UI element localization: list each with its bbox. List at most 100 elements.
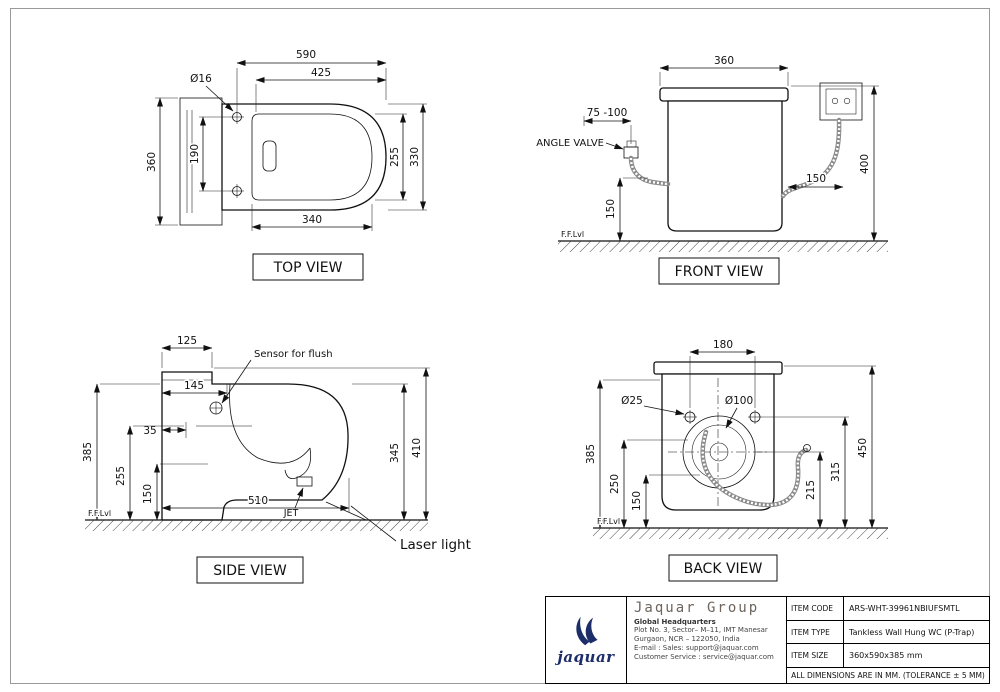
top-view: Ø16 590 425 360 190 255 330 bbox=[145, 48, 427, 281]
company-name: Jaquar Group bbox=[634, 600, 760, 616]
company-hq: Global Headquarters bbox=[634, 618, 716, 626]
dim-145: 145 bbox=[184, 380, 204, 392]
brand-logo-cell: jaquar bbox=[546, 597, 627, 683]
dim-315: 315 bbox=[830, 462, 842, 482]
dim-150-cable: 150 bbox=[806, 173, 826, 185]
toilet-lid-back bbox=[653, 361, 783, 375]
dim-410: 410 bbox=[411, 438, 423, 458]
mounting-hole bbox=[230, 110, 244, 124]
inlet-hose bbox=[628, 155, 671, 187]
flush-sensor-slot bbox=[262, 140, 277, 172]
sheet-border bbox=[10, 8, 990, 684]
item-code-label: ITEM CODE bbox=[787, 597, 844, 620]
side-view-label-box bbox=[196, 556, 304, 584]
toilet-lid-front bbox=[659, 87, 789, 102]
dim-450: 450 bbox=[857, 438, 869, 458]
floor-level-label: F.F.Lvl bbox=[88, 509, 111, 518]
title-block: jaquar Jaquar Group Global Headquarters … bbox=[545, 596, 990, 684]
dim-250: 250 bbox=[609, 474, 621, 494]
dim-425: 425 bbox=[311, 67, 331, 79]
dim-255: 255 bbox=[389, 147, 401, 167]
trap-outlet-core-circle bbox=[709, 442, 729, 462]
dim-hole-diameter: Ø16 bbox=[190, 73, 212, 85]
company-cell: Jaquar Group Global Headquarters Plot No… bbox=[627, 597, 787, 683]
floor-hatch bbox=[593, 528, 888, 539]
dim-35: 35 bbox=[143, 425, 156, 437]
table-row: ITEM SIZE 360x590x385 mm bbox=[787, 644, 989, 669]
mounting-hole bbox=[748, 410, 762, 424]
dim-75-100: 75 -100 bbox=[587, 107, 628, 119]
dim-510: 510 bbox=[248, 495, 268, 507]
dim-385: 385 bbox=[82, 442, 94, 462]
leader-line bbox=[205, 85, 234, 112]
back-view: 180 Ø25 Ø100 385 250 150 315 215 450 bbox=[584, 338, 888, 582]
seat-opening-outline bbox=[251, 113, 373, 201]
item-table: ITEM CODE ARS-WHT-39961NBIUFSMTL ITEM TY… bbox=[787, 597, 989, 683]
dim-215: 215 bbox=[805, 480, 817, 500]
jet-label: JET bbox=[283, 508, 299, 519]
company-email-service: Customer Service : service@jaquar.com bbox=[634, 653, 774, 662]
dim-360: 360 bbox=[714, 55, 734, 67]
mounting-hole bbox=[230, 184, 244, 198]
front-view-title: FRONT VIEW bbox=[675, 264, 764, 280]
power-cable-hose bbox=[780, 117, 842, 199]
sensor-label: Sensor for flush bbox=[254, 349, 333, 360]
dim-hole-25: Ø25 bbox=[621, 395, 643, 407]
back-view-label-box bbox=[668, 554, 778, 582]
dim-400: 400 bbox=[859, 154, 871, 174]
dim-340: 340 bbox=[302, 214, 322, 226]
toilet-profile-outline bbox=[161, 371, 349, 521]
item-code-value: ARS-WHT-39961NBIUFSMTL bbox=[849, 603, 960, 613]
dim-125: 125 bbox=[177, 335, 197, 347]
laser-beam bbox=[325, 501, 367, 521]
company-address-2: Gurgaon, NCR – 122050, India bbox=[634, 635, 740, 644]
inlet-hose-back bbox=[700, 429, 811, 508]
toilet-body-outline bbox=[221, 103, 387, 211]
angle-valve-label: ANGLE VALVE bbox=[536, 138, 604, 149]
dim-255: 255 bbox=[115, 466, 127, 486]
floor-hatch bbox=[85, 520, 428, 531]
item-type-value: Tankless Wall Hung WC (P-Trap) bbox=[849, 627, 975, 637]
jaquar-leaf-icon bbox=[576, 616, 598, 645]
company-email-sales: E-mail : Sales: support@jaquar.com bbox=[634, 644, 759, 653]
company-address-1: Plot No. 3, Sector– M–11, IMT Manesar bbox=[634, 626, 768, 634]
floor-level-label: F.F.Lvl bbox=[561, 230, 584, 239]
item-size-value: 360x590x385 mm bbox=[849, 651, 923, 661]
leader-line bbox=[605, 142, 624, 150]
flush-sensor-marker bbox=[209, 401, 223, 415]
top-view-title: TOP VIEW bbox=[273, 260, 343, 276]
side-view-title: SIDE VIEW bbox=[213, 563, 287, 579]
table-row: ITEM CODE ARS-WHT-39961NBIUFSMTL bbox=[787, 597, 989, 621]
dim-360: 360 bbox=[146, 152, 158, 172]
dim-150-valve: 150 bbox=[605, 199, 617, 219]
dim-180: 180 bbox=[713, 339, 733, 351]
dim-150: 150 bbox=[142, 484, 154, 504]
leader-line bbox=[725, 407, 738, 429]
front-view: ANGLE VALVE 360 75 -100 150 150 400 F.F.… bbox=[535, 54, 888, 285]
wall-socket bbox=[819, 82, 863, 121]
tolerance-note: ALL DIMENSIONS ARE IN MM. (TOLERANCE ± 5… bbox=[791, 671, 985, 681]
bowl-section-curve bbox=[229, 383, 311, 464]
mounting-hole bbox=[683, 410, 697, 424]
dim-590: 590 bbox=[296, 49, 316, 61]
dim-330: 330 bbox=[409, 147, 421, 167]
brand-wordmark: jaquar bbox=[557, 647, 615, 666]
leader-line bbox=[643, 405, 685, 416]
front-view-label-box bbox=[658, 257, 780, 285]
trap-outlet-inner-circle bbox=[691, 424, 747, 480]
dim-190: 190 bbox=[189, 144, 201, 164]
side-view: Sensor for flush JET Laser light 125 145… bbox=[81, 334, 471, 584]
dim-385: 385 bbox=[585, 444, 597, 464]
top-view-label-box bbox=[252, 253, 364, 281]
item-type-label: ITEM TYPE bbox=[787, 620, 844, 644]
jet-nozzle bbox=[296, 476, 313, 487]
floor-hatch bbox=[558, 241, 888, 252]
dim-hole-100: Ø100 bbox=[725, 395, 753, 407]
dim-150: 150 bbox=[631, 491, 643, 511]
leader-line bbox=[294, 487, 304, 509]
dim-345: 345 bbox=[389, 443, 401, 463]
trap-section-curve bbox=[284, 447, 312, 480]
laser-light-label: Laser light bbox=[400, 537, 471, 553]
back-view-title: BACK VIEW bbox=[684, 561, 763, 577]
